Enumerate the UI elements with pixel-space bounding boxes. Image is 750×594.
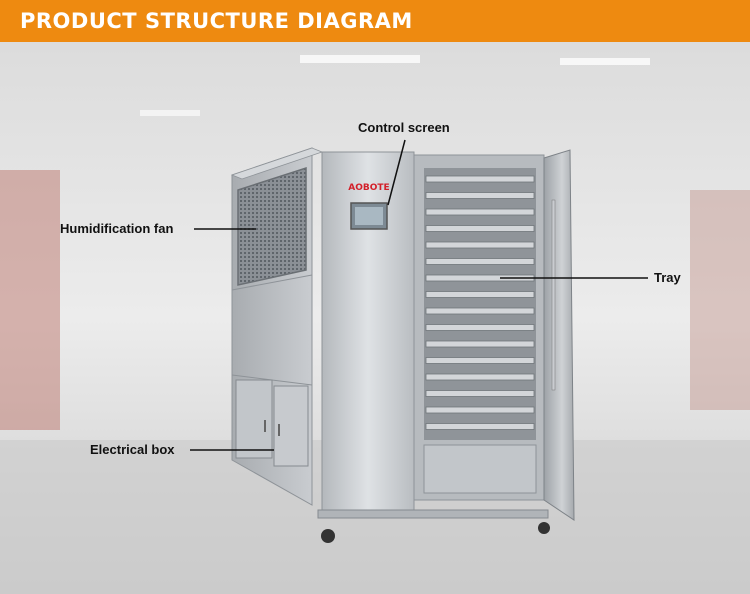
label-humidification-fan: Humidification fan — [60, 221, 174, 236]
wheel — [321, 529, 335, 543]
tray — [425, 175, 535, 183]
chamber-bottom — [423, 444, 537, 494]
tray — [425, 423, 535, 430]
tray — [425, 340, 535, 348]
tray — [425, 357, 535, 364]
door-handle — [264, 420, 266, 432]
background-right-wall — [690, 190, 750, 410]
control-screen-display — [355, 207, 383, 225]
background-left-wall — [0, 170, 60, 430]
tray — [425, 406, 535, 414]
leader-control-screen — [387, 139, 406, 206]
ceiling-light — [300, 55, 420, 63]
tray — [425, 225, 535, 232]
label-tray: Tray — [654, 270, 681, 285]
ceiling-light — [560, 58, 650, 65]
door-latch — [551, 199, 556, 391]
wheel — [538, 522, 550, 534]
title-banner: PRODUCT STRUCTURE DIAGRAM — [0, 0, 750, 42]
tray — [425, 208, 535, 216]
label-electrical-box: Electrical box — [90, 442, 175, 457]
tray — [425, 324, 535, 331]
brand-logo: AOBOTE — [348, 183, 389, 193]
label-control-screen: Control screen — [358, 120, 450, 135]
tray — [425, 192, 535, 199]
tray — [425, 258, 535, 265]
fan-grille — [237, 166, 307, 286]
ceiling-light — [140, 110, 200, 116]
tray — [425, 241, 535, 249]
tray — [425, 390, 535, 397]
tray — [425, 307, 535, 315]
side-seam — [231, 274, 313, 291]
tray — [425, 291, 535, 298]
cabinet-base — [317, 509, 549, 519]
page-title: PRODUCT STRUCTURE DIAGRAM — [20, 9, 413, 33]
tray-rack — [425, 175, 535, 430]
electrical-box-door-left — [235, 379, 273, 459]
open-door — [543, 149, 575, 521]
door-handle — [278, 424, 280, 436]
tray — [425, 373, 535, 381]
